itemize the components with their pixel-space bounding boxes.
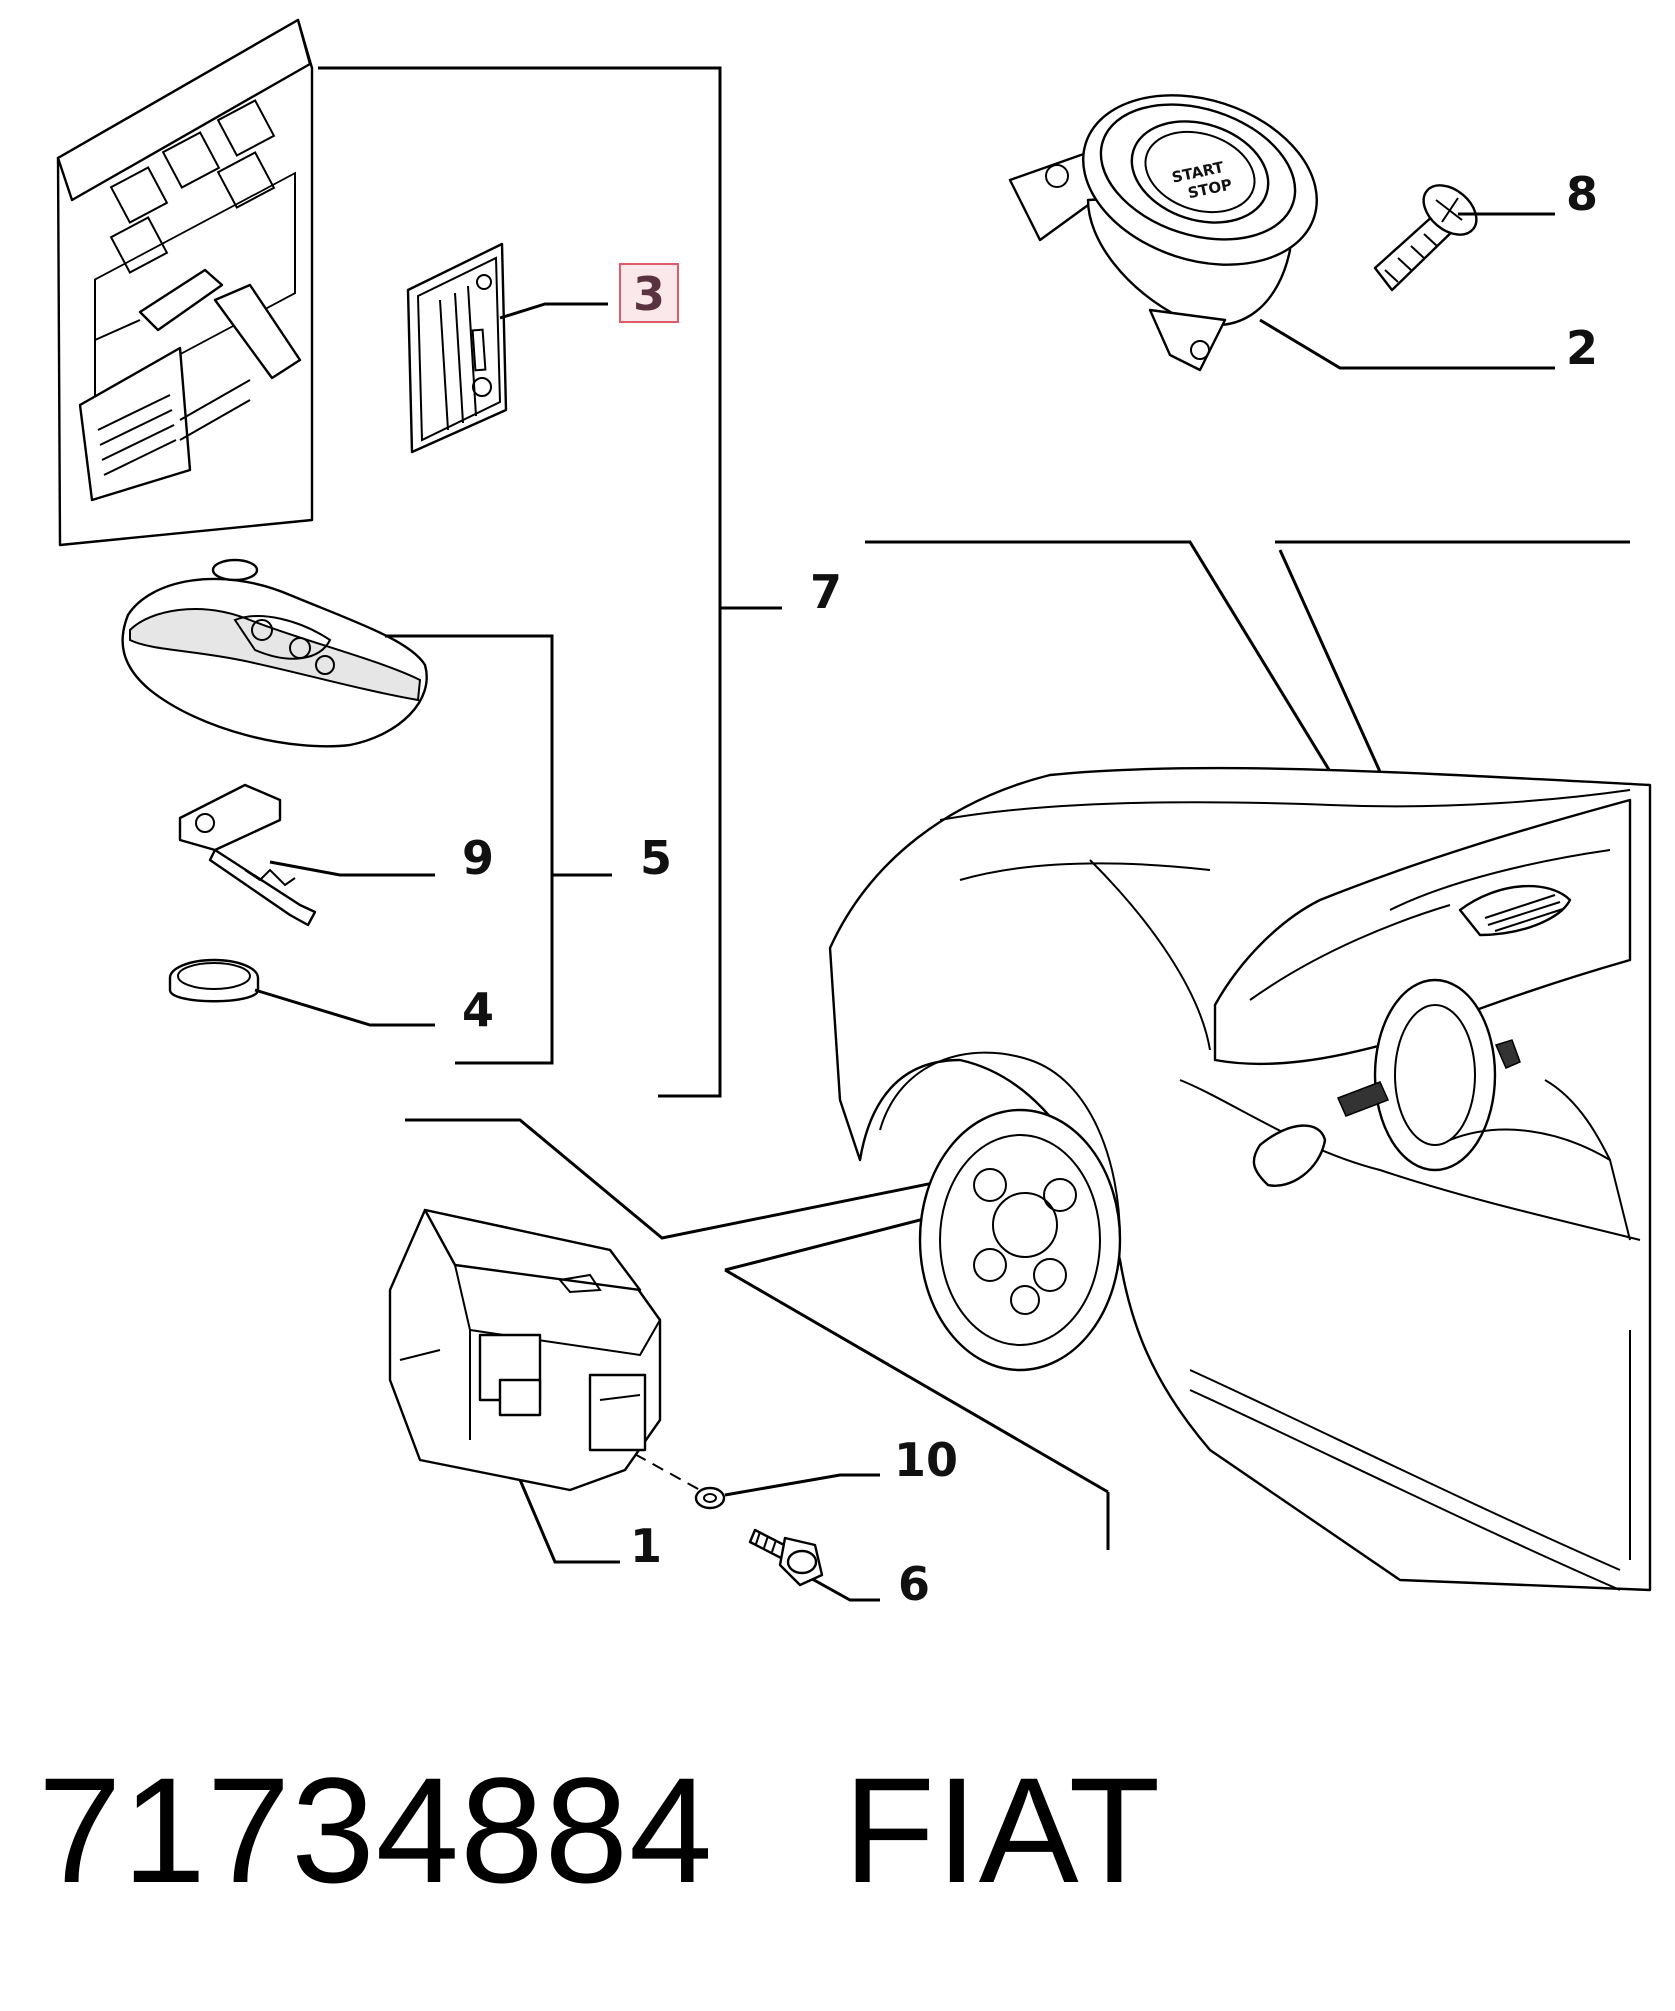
part-number: 71734884: [38, 1746, 714, 1914]
callout-9: 9: [462, 831, 494, 885]
washer: [694, 1486, 726, 1510]
vehicle-outline: [405, 540, 1652, 1592]
callout-1: 1: [630, 1519, 662, 1573]
callout-5: 5: [640, 831, 672, 885]
leader-lines: [254, 66, 1555, 1602]
brand-name: FIAT: [843, 1746, 1162, 1914]
control-module: [388, 1208, 662, 1492]
callout-3: 3: [633, 267, 665, 321]
callout-2: 2: [1566, 321, 1598, 375]
key-blade: [178, 783, 317, 927]
caption: 71734884 FIAT: [38, 1745, 1161, 1915]
callout-6: 6: [898, 1557, 930, 1611]
callout-10: 10: [894, 1433, 958, 1487]
key-fob: [121, 558, 428, 748]
screw-item-8: [1373, 184, 1478, 292]
code-card-sheet: [56, 18, 314, 547]
callout-7: 7: [810, 565, 842, 619]
callout-8: 8: [1566, 167, 1598, 221]
callout-labels: 3 8 2 7 9 5 4 10 1 6: [462, 167, 1598, 1611]
bolt: [748, 1528, 824, 1587]
code-card-item: [406, 242, 508, 454]
callout-4: 4: [462, 983, 494, 1037]
callout-3-highlight-box: [619, 263, 679, 323]
start-stop-switch: START STOP: [1008, 94, 1318, 372]
coin-battery: [168, 958, 260, 1003]
